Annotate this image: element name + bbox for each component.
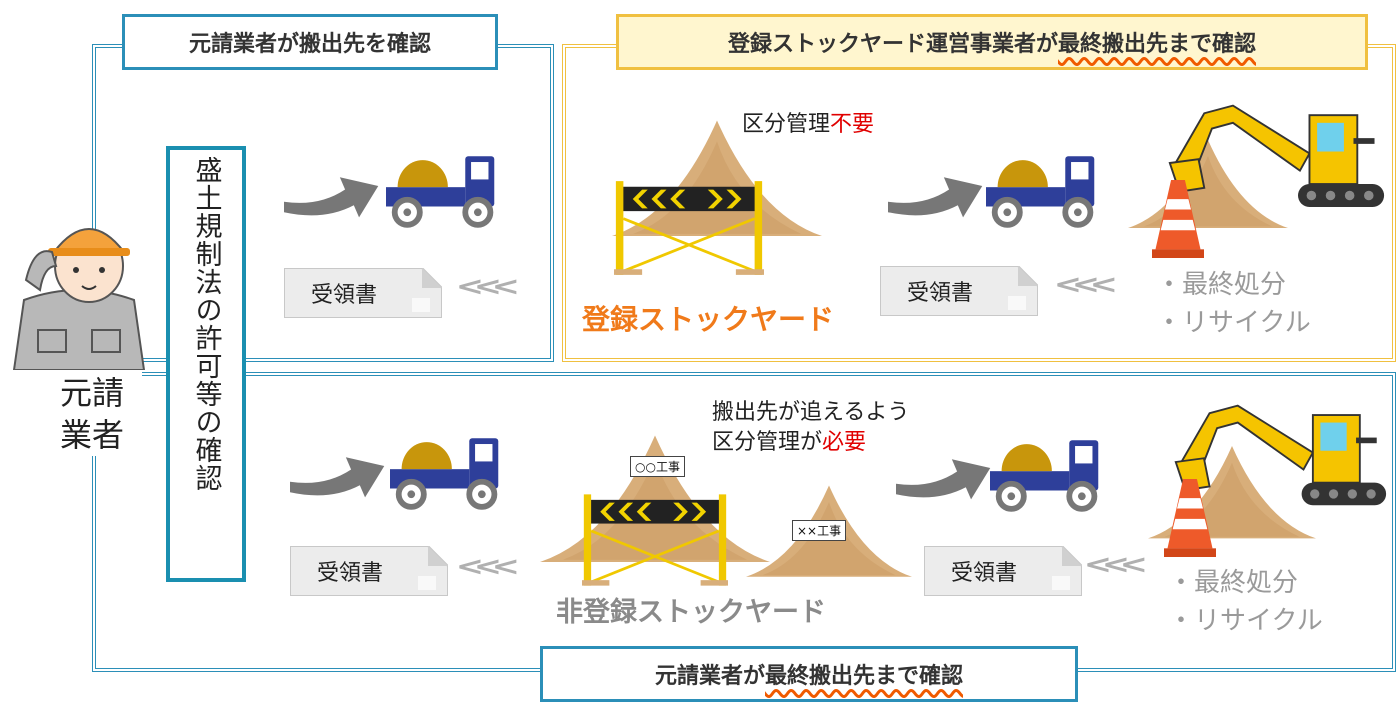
- registered-stockyard-label: 登録ストックヤード: [582, 303, 835, 336]
- truck-icon: [986, 140, 1102, 244]
- truck-icon: [390, 422, 506, 526]
- truck-icon: [990, 424, 1106, 528]
- chevrons-left-icon: <<<: [455, 552, 520, 582]
- registered-destinations: ・最終処分 ・リサイクル: [1156, 266, 1311, 342]
- receipt-document: 受領書: [924, 546, 1082, 596]
- bottom-panel-title: 元請業者が最終搬出先まで確認: [540, 646, 1078, 702]
- traffic-cone-image: [1164, 478, 1216, 558]
- chevrons-left-icon: <<<: [1083, 550, 1148, 580]
- registered-note: 区分管理不要: [742, 110, 874, 140]
- destination-item-final-disposal: ・最終処分: [1168, 568, 1299, 598]
- construction-sign-b: ××工事: [792, 520, 847, 541]
- truck-icon: [386, 140, 502, 244]
- left-panel-title: 元請業者が搬出先を確認: [122, 14, 498, 70]
- destination-item-final-disposal: ・最終処分: [1156, 270, 1287, 300]
- traffic-cone-image: [1152, 180, 1204, 258]
- right-panel-title-prefix: 登録ストックヤード運営事業者が: [727, 32, 1058, 57]
- destination-item-recycle: ・リサイクル: [1156, 308, 1311, 338]
- worker-label-line2: 業者: [59, 416, 124, 454]
- unregistered-note-emphasis: 必要: [822, 430, 867, 455]
- arrow-icon: [290, 446, 386, 500]
- right-panel-title-emphasis: 最終搬出先まで確認: [1058, 32, 1257, 57]
- bottom-panel-title-prefix: 元請業者が: [654, 664, 765, 689]
- unregistered-destinations: ・最終処分 ・リサイクル: [1168, 564, 1323, 640]
- permit-check-text: 盛土規制法の許可等の確認: [190, 156, 222, 492]
- unregistered-note: 搬出先が追えるよう 区分管理が必要: [712, 398, 909, 458]
- permit-check-box: 盛土規制法の許可等の確認: [166, 146, 246, 582]
- receipt-label: 受領書: [316, 561, 383, 586]
- registered-note-emphasis: 不要: [830, 112, 875, 137]
- destination-item-recycle: ・リサイクル: [1168, 606, 1323, 636]
- unregistered-note-prefix: 区分管理が: [712, 430, 823, 455]
- receipt-label: 受領書: [906, 281, 973, 306]
- worker-illustration: [12, 228, 146, 370]
- worker-label: 元請 業者: [42, 372, 142, 456]
- registered-note-prefix: 区分管理: [742, 112, 831, 137]
- barricade-image: [614, 180, 764, 276]
- unregistered-stockyard-label: 非登録ストックヤード: [556, 597, 826, 628]
- construction-sign-a: ○○工事: [630, 456, 685, 477]
- worker-label-line1: 元請: [59, 374, 124, 412]
- right-panel-title: 登録ストックヤード運営事業者が最終搬出先まで確認: [616, 14, 1368, 70]
- receipt-document: 受領書: [880, 266, 1038, 316]
- chevrons-left-icon: <<<: [455, 272, 520, 302]
- arrow-icon: [896, 448, 992, 502]
- barricade-image: [582, 492, 728, 588]
- arrow-icon: [284, 166, 380, 220]
- receipt-document: 受領書: [290, 546, 448, 596]
- receipt-label: 受領書: [950, 561, 1017, 586]
- unregistered-note-line2: 区分管理が必要: [712, 428, 909, 458]
- arrow-icon: [888, 166, 984, 220]
- chevrons-left-icon: <<<: [1053, 270, 1118, 300]
- receipt-label: 受領書: [310, 283, 377, 308]
- left-panel-title-text: 元請業者が搬出先を確認: [188, 32, 431, 57]
- bottom-panel-title-emphasis: 最終搬出先まで確認: [765, 664, 964, 689]
- receipt-document: 受領書: [284, 268, 442, 318]
- unregistered-note-line1: 搬出先が追えるよう: [712, 400, 910, 425]
